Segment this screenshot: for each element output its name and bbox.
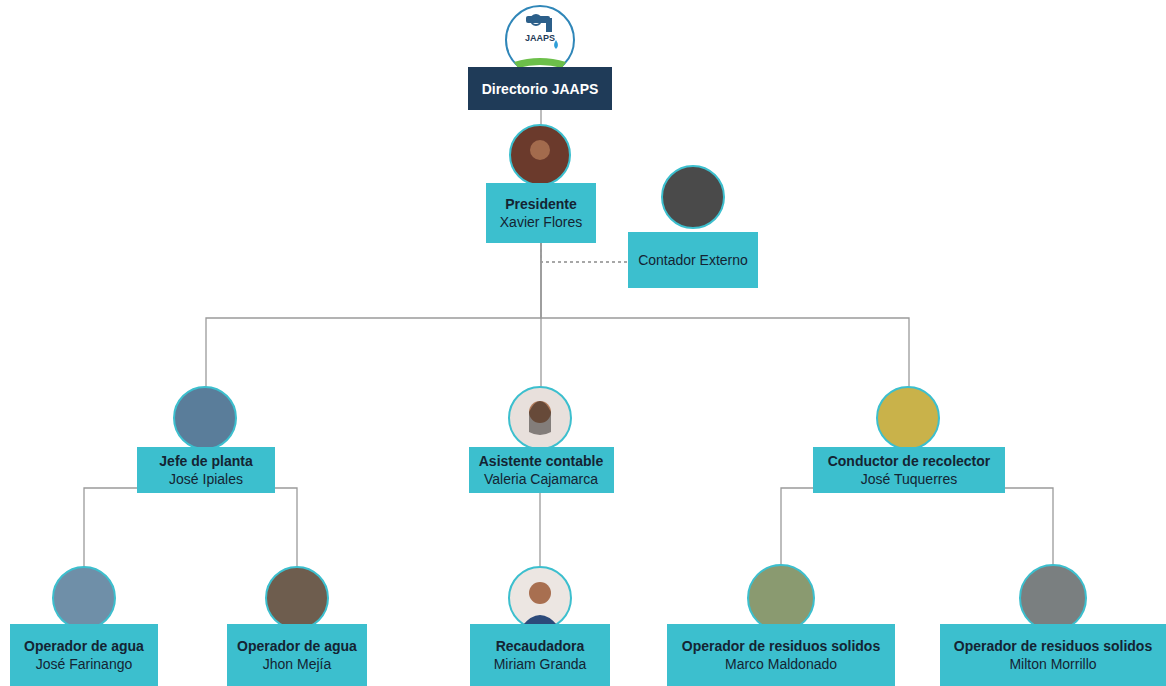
role-title: Contador Externo <box>638 251 748 269</box>
role-box: Asistente contableValeria Cajamarca <box>469 447 614 493</box>
board-box: Directorio JAAPS <box>468 67 612 110</box>
role-title: Operador de agua <box>237 637 357 655</box>
role-title: Directorio JAAPS <box>482 80 599 98</box>
role-box: PresidenteXavier Flores <box>486 183 596 243</box>
portrait-photos <box>53 125 1086 631</box>
role-title: Presidente <box>505 195 577 213</box>
role-title: Operador de residuos solidos <box>682 637 880 655</box>
role-box: Operador de residuos solidosMilton Morri… <box>940 624 1166 686</box>
person-name: José Farinango <box>36 655 133 673</box>
person-name: José Ipiales <box>169 470 243 488</box>
person-name: José Tuquerres <box>861 470 958 488</box>
role-title: Recaudadora <box>496 637 585 655</box>
person-name: Milton Morrillo <box>1009 655 1096 673</box>
logo-text: JAAPS <box>525 33 555 43</box>
role-box: RecaudadoraMiriam Granda <box>470 624 610 686</box>
person-name: Xavier Flores <box>500 213 582 231</box>
person-name: Valeria Cajamarca <box>484 470 598 488</box>
role-box: Operador de aguaJhon Mejía <box>227 624 367 686</box>
role-box: Operador de residuos solidosMarco Maldon… <box>667 624 895 686</box>
role-title: Operador de agua <box>24 637 144 655</box>
org-connector <box>541 243 628 262</box>
role-title: Jefe de planta <box>159 452 252 470</box>
role-title: Asistente contable <box>479 452 603 470</box>
role-box: Contador Externo <box>628 232 758 288</box>
person-name: Marco Maldonado <box>725 655 837 673</box>
role-box: Jefe de plantaJosé Ipiales <box>137 447 275 493</box>
person-name: Miriam Granda <box>494 655 587 673</box>
role-box: Operador de aguaJosé Farinango <box>10 624 158 686</box>
role-title: Operador de residuos solidos <box>954 637 1152 655</box>
person-name: Jhon Mejía <box>263 655 331 673</box>
logo <box>506 6 574 74</box>
org-connector <box>206 243 541 447</box>
role-title: Conductor de recolector <box>828 452 991 470</box>
role-box: Conductor de recolectorJosé Tuquerres <box>813 447 1005 493</box>
